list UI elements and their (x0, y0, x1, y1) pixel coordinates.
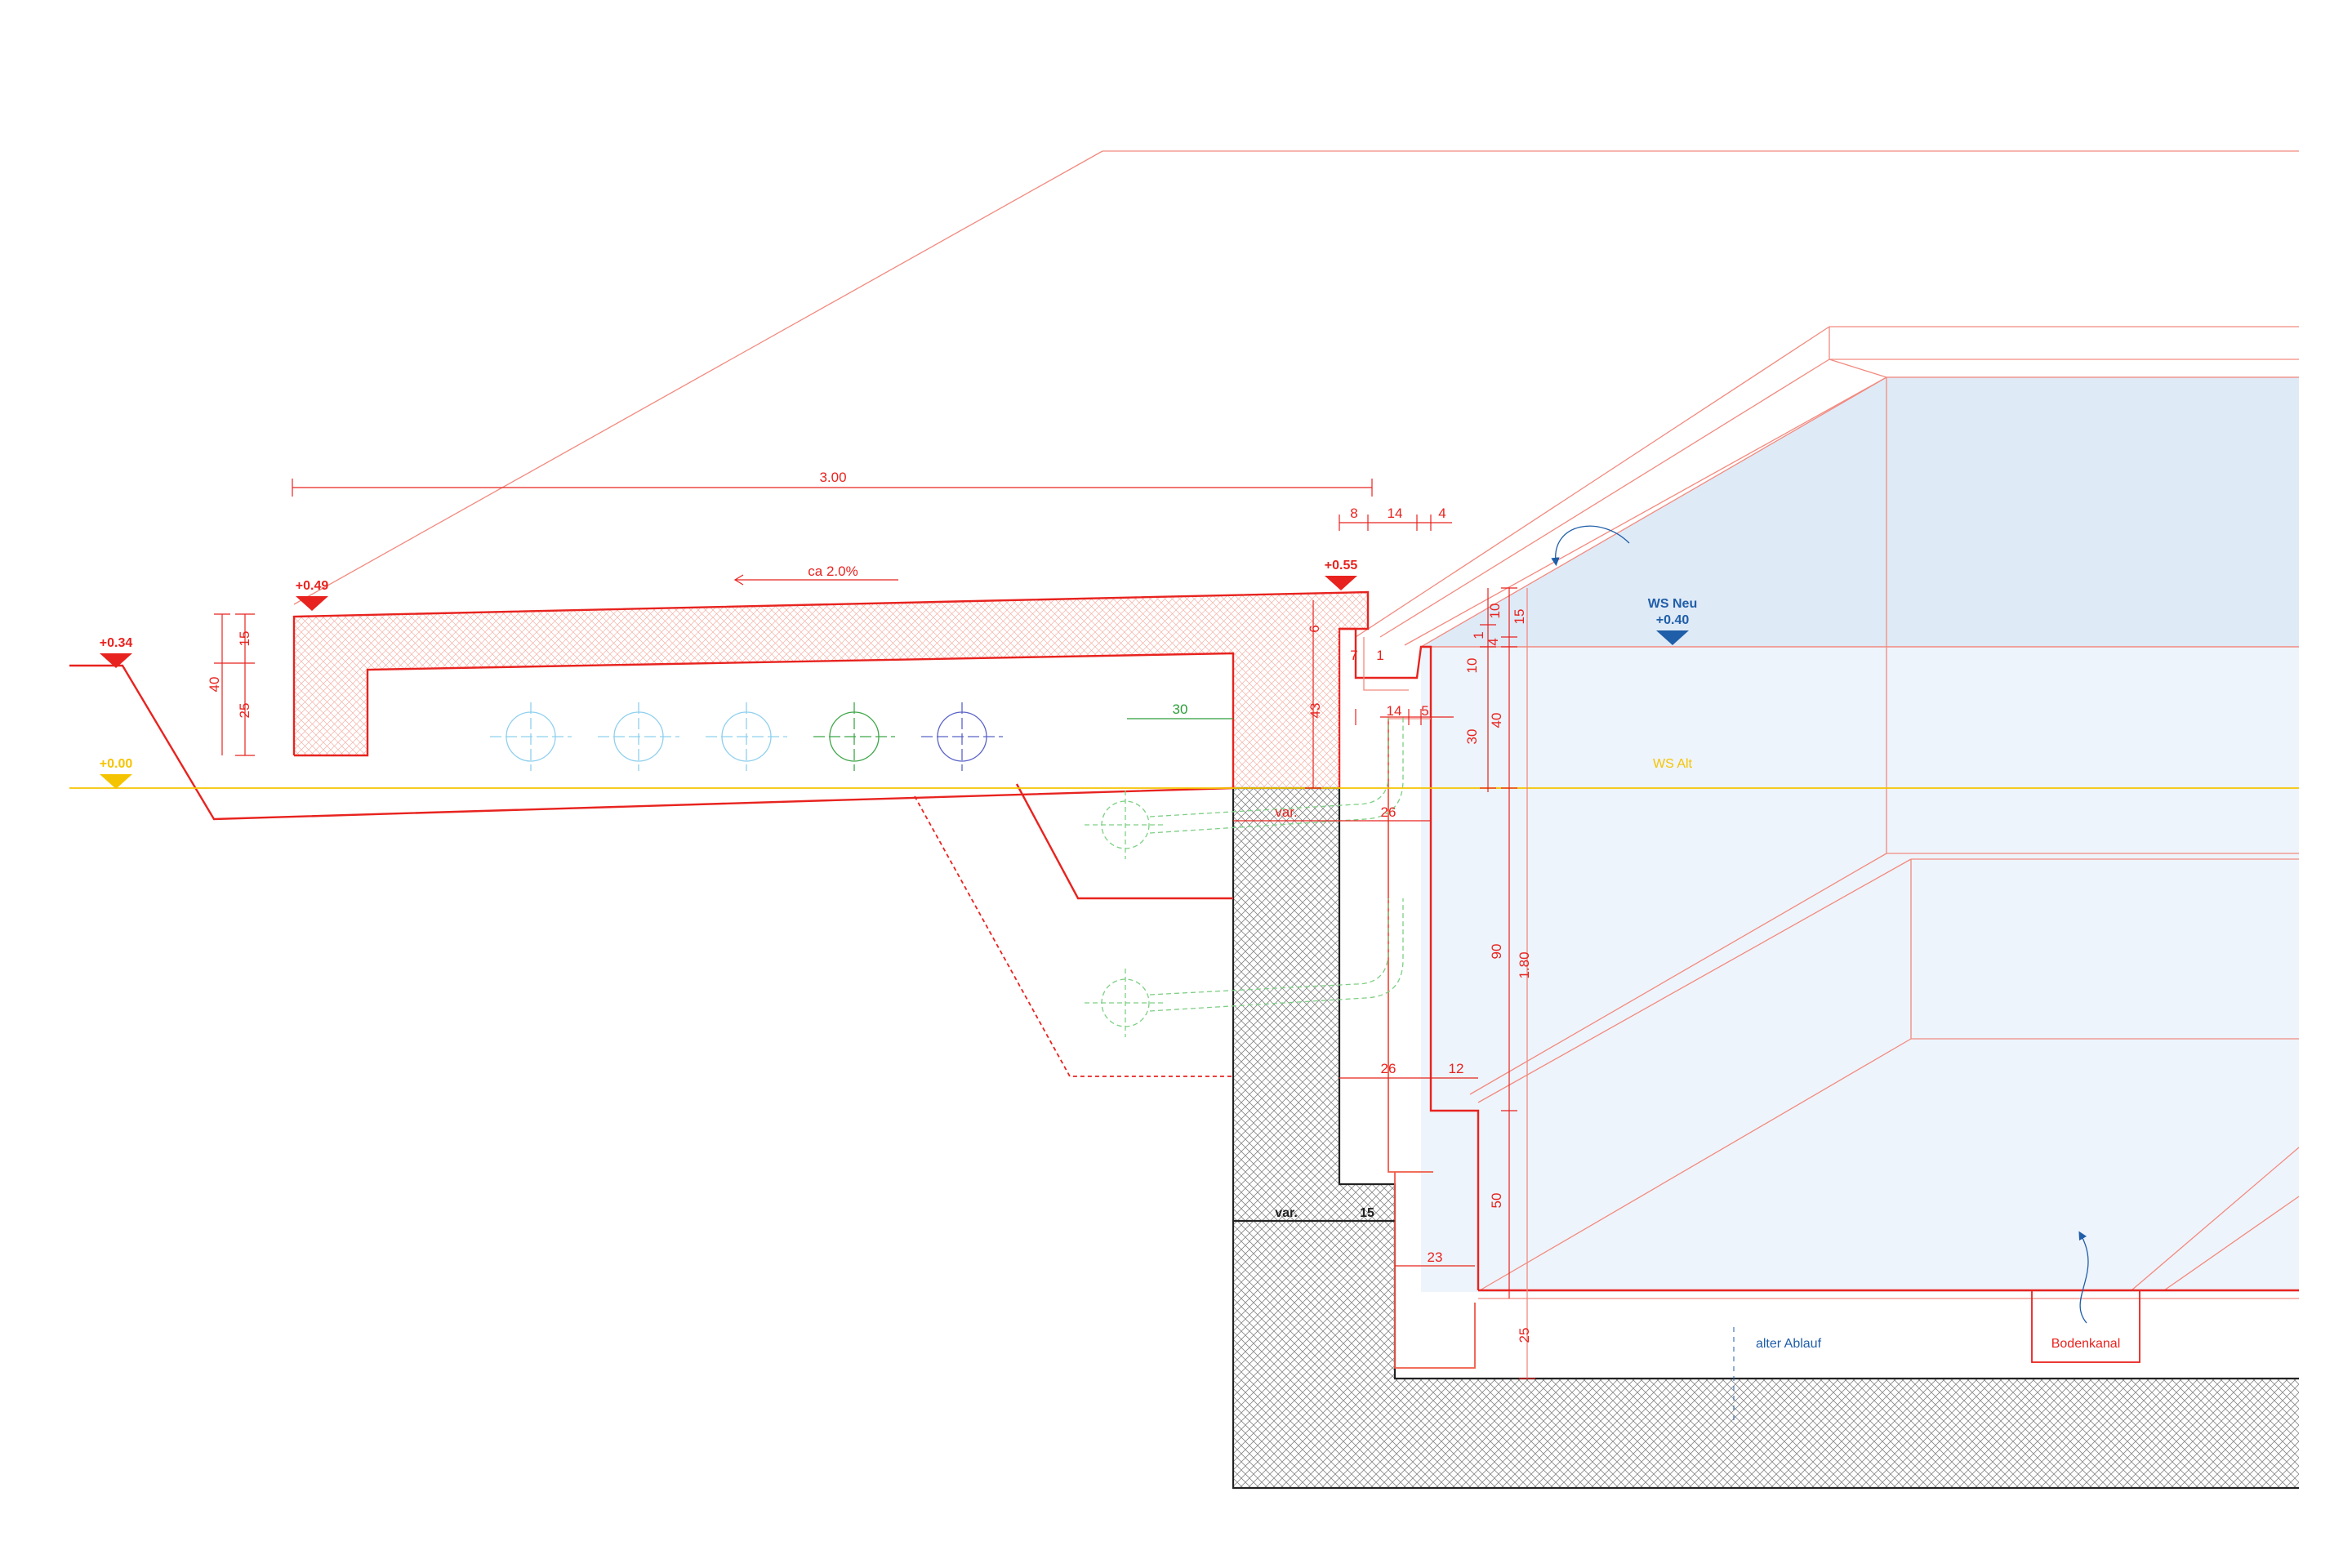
ws-neu-value: +0.40 (1656, 613, 1690, 627)
level-marker-034 (100, 653, 132, 668)
dim-6: 6 (1307, 625, 1322, 632)
dim-12: 12 (1449, 1061, 1464, 1076)
dim-10-right: 10 (1464, 658, 1480, 674)
overflow-flow-arrow (1551, 525, 1630, 567)
dim-1-top: 1 (1376, 648, 1383, 663)
dim-3-00: 3.00 (819, 470, 846, 485)
level-049: +0.49 (296, 579, 329, 593)
dim-var-top: var. (1275, 804, 1297, 820)
ws-neu-label: WS Neu (1648, 597, 1697, 611)
dim-43: 43 (1307, 703, 1323, 719)
pool-water-volume (1420, 376, 2300, 1299)
dim-23: 23 (1428, 1250, 1443, 1265)
dim-40-right: 40 (1489, 713, 1504, 728)
level-034: +0.34 (100, 636, 133, 650)
bodenkanal-label: Bodenkanal (2051, 1337, 2121, 1351)
dimension-lines (214, 479, 1735, 1425)
dim-1-right: 1 (1471, 631, 1486, 639)
dim-var-bottom: var. (1275, 1206, 1298, 1220)
alter-ablauf-label: alter Ablauf (1756, 1337, 1822, 1351)
dim-26-top: 26 (1381, 804, 1396, 820)
dim-90: 90 (1489, 944, 1504, 960)
dim-14-mid: 14 (1387, 703, 1402, 719)
dim-15-bottom: 15 (1360, 1206, 1374, 1220)
level-marker-000 (100, 774, 132, 789)
level-marker-055 (1325, 576, 1357, 590)
dim-5: 5 (1421, 703, 1428, 719)
level-marker-ws-neu (1656, 630, 1689, 645)
level-markers (100, 576, 1689, 789)
slope-label: ca 2.0% (808, 564, 858, 579)
edge-slab (69, 590, 1370, 1077)
dim-1-80: 1.80 (1517, 951, 1532, 978)
bodenkanal-box (2031, 1290, 2140, 1363)
dim-30-right: 30 (1464, 729, 1480, 745)
ws-alt-label: WS Alt (1653, 757, 1693, 771)
dim-4-top: 4 (1438, 506, 1446, 521)
dim-4-right: 4 (1486, 638, 1501, 645)
dim-8: 8 (1350, 506, 1357, 521)
dim-15-left: 15 (237, 631, 252, 647)
dim-25-bottom: 25 (1517, 1328, 1532, 1343)
dim-15-right: 15 (1512, 609, 1527, 625)
dim-26-bottom: 26 (1381, 1061, 1396, 1076)
dim-14-top: 14 (1388, 506, 1403, 521)
level-000: +0.00 (100, 757, 133, 771)
dim-7: 7 (1350, 648, 1357, 663)
dim-25-left: 25 (237, 703, 252, 719)
dim-30-green: 30 (1173, 702, 1188, 717)
dim-10-top: 10 (1487, 604, 1503, 619)
dim-50: 50 (1489, 1193, 1504, 1209)
level-marker-049 (296, 596, 328, 611)
pipe-circles (490, 702, 1404, 1037)
bodenkanal-flow-arrow (2078, 1231, 2089, 1324)
dim-40-left: 40 (207, 677, 222, 693)
slope-arrowhead (733, 574, 744, 586)
level-055: +0.55 (1325, 559, 1358, 572)
